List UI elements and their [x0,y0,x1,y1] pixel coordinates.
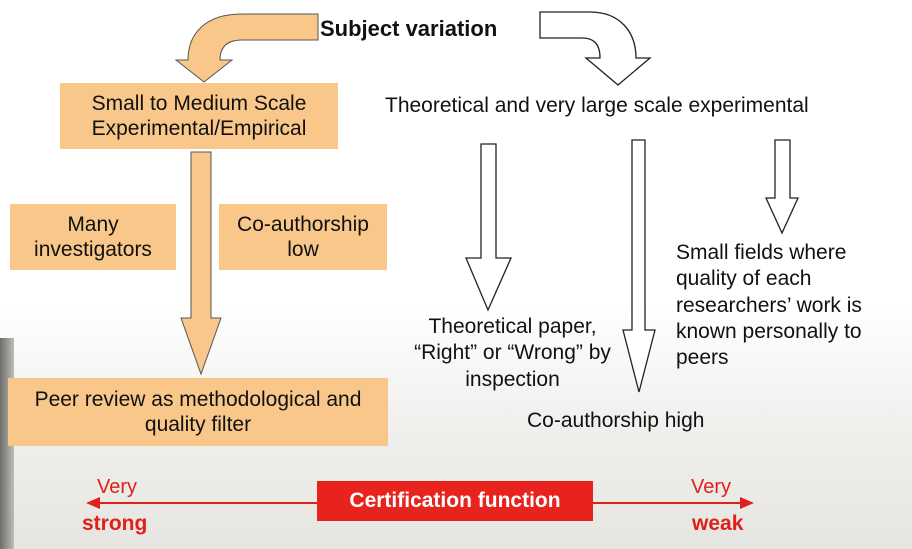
very-left-label: Very [97,476,138,498]
certification-function-box: Certification function [317,481,593,521]
curved-arrow-left [174,13,319,83]
arrow-left-down [180,151,222,376]
peer-review-box: Peer review as methodological and qualit… [8,378,388,446]
diagram-title: Subject variation [320,16,498,41]
scale-arrowhead-right [740,497,754,509]
scale-arrowhead-left [86,497,100,509]
strong-label: strong [82,512,148,535]
weak-label: weak [692,512,744,535]
arrow-small-fields-down [764,139,800,235]
small-fields-text: Small fields where quality of each resea… [676,241,862,369]
right-branch-label: Theoretical and very large scale experim… [385,94,809,117]
theoretical-paper-text: Theoretical paper, “Right” or “Wrong” by… [414,315,611,391]
many-investigators-box: Many investigators [10,204,176,270]
coauthorship-low-box: Co-authorship low [219,204,387,270]
arrow-coauthorship-down [622,139,656,393]
coauthorship-high-text: Co-authorship high [527,409,705,432]
curved-arrow-right [539,11,652,86]
left-branch-box: Small to Medium Scale Experimental/Empir… [60,83,338,149]
very-right-label: Very [691,476,732,498]
arrow-theoretical-down [465,143,512,312]
